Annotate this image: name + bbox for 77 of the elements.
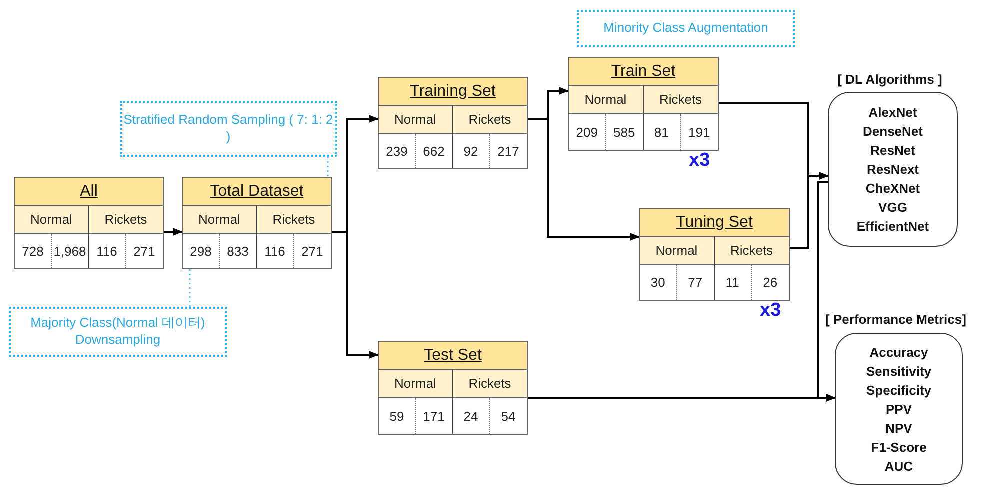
data-table	[378, 77, 528, 169]
table-title: Training Set	[379, 78, 527, 106]
arrow	[528, 118, 640, 241]
table-cell: 728	[15, 234, 52, 268]
table-cell-text: 26	[762, 274, 779, 292]
table-cell: 209	[569, 114, 606, 150]
metric-name: AUC	[884, 458, 914, 476]
table-cell: 30	[640, 265, 678, 300]
table-cell: 59	[379, 398, 416, 434]
section-heading: [ DL Algorithms ]	[836, 72, 944, 87]
annotation-box	[120, 101, 337, 157]
arrow	[332, 231, 379, 359]
multiplier-label: x3	[689, 152, 710, 170]
metric-name: Accuracy	[870, 344, 928, 362]
data-table	[378, 341, 528, 435]
model-name: DenseNet	[863, 123, 923, 141]
data-table	[182, 177, 332, 269]
metric-name: Sensitivity	[866, 362, 932, 380]
table-cell: 239	[379, 134, 416, 168]
model-name: EfficientNet	[856, 218, 930, 236]
column-header: Normal	[183, 206, 257, 234]
table-cell-text: 271	[132, 242, 156, 260]
column-header: Normal	[379, 106, 453, 134]
table-cell: 116	[257, 234, 294, 268]
table-cell: 833	[220, 234, 257, 268]
metric-name: F1-Score	[871, 438, 927, 456]
table-title: Tuning Set	[640, 209, 789, 237]
model-name: ResNext	[866, 161, 920, 179]
table-cell: 24	[453, 398, 490, 434]
column-header: Rickets	[453, 370, 527, 398]
table-cell-text: 191	[688, 124, 712, 142]
model-name: ResNet	[870, 142, 916, 160]
metric-name: PPV	[886, 400, 912, 418]
column-header: Rickets	[257, 206, 331, 234]
table-cell: 1,968	[52, 234, 89, 268]
table-title: All	[15, 178, 163, 206]
table-cell: 662	[416, 134, 453, 168]
table-cell-text: 217	[496, 142, 520, 160]
annotation-text: Majority Class(Normal 데이터) Downsampling	[30, 315, 206, 349]
column-header: Normal	[15, 206, 89, 234]
column-header: Normal	[640, 237, 714, 265]
table-cell-text: 271	[300, 242, 324, 260]
table-cell: 92	[453, 134, 490, 168]
column-header: Normal	[379, 370, 453, 398]
annotation-box	[577, 10, 795, 47]
data-table	[14, 177, 164, 269]
column-header: Normal	[569, 86, 644, 114]
column-header: Rickets	[644, 86, 718, 114]
metric-name: Specificity	[866, 382, 932, 400]
column-header: Rickets	[453, 106, 527, 134]
annotation-text: Stratified Random Sampling ( 7: 1: 2 )	[122, 112, 334, 146]
table-cell: 81	[644, 114, 681, 150]
model-name: AlexNet	[868, 104, 918, 122]
table-cell: 77	[677, 265, 714, 300]
arrow	[164, 228, 183, 236]
annotation-box	[9, 307, 227, 357]
table-title: Test Set	[379, 342, 527, 370]
model-name: VGG	[878, 199, 908, 217]
data-table	[568, 57, 719, 151]
column-header: Rickets	[714, 237, 789, 265]
table-cell: 298	[183, 234, 220, 268]
column-header: Rickets	[89, 206, 163, 234]
table-title: Train Set	[569, 58, 718, 86]
table-cell-text: 54	[500, 408, 517, 426]
table-cell: 116	[89, 234, 126, 268]
table-cell: 11	[714, 265, 752, 300]
table-cell: 171	[416, 398, 453, 434]
table-title: Total Dataset	[183, 178, 331, 206]
annotation-text: Minority Class Augmentation	[604, 20, 768, 37]
metric-name: NPV	[886, 420, 912, 438]
multiplier-label: x3	[760, 302, 782, 320]
arrow	[790, 172, 829, 249]
model-name: CheXNet	[866, 180, 920, 198]
section-heading: [ Performance Metrics]	[824, 312, 968, 327]
table-cell: 585	[606, 114, 644, 150]
arrow	[817, 181, 836, 402]
data-table	[639, 208, 790, 301]
